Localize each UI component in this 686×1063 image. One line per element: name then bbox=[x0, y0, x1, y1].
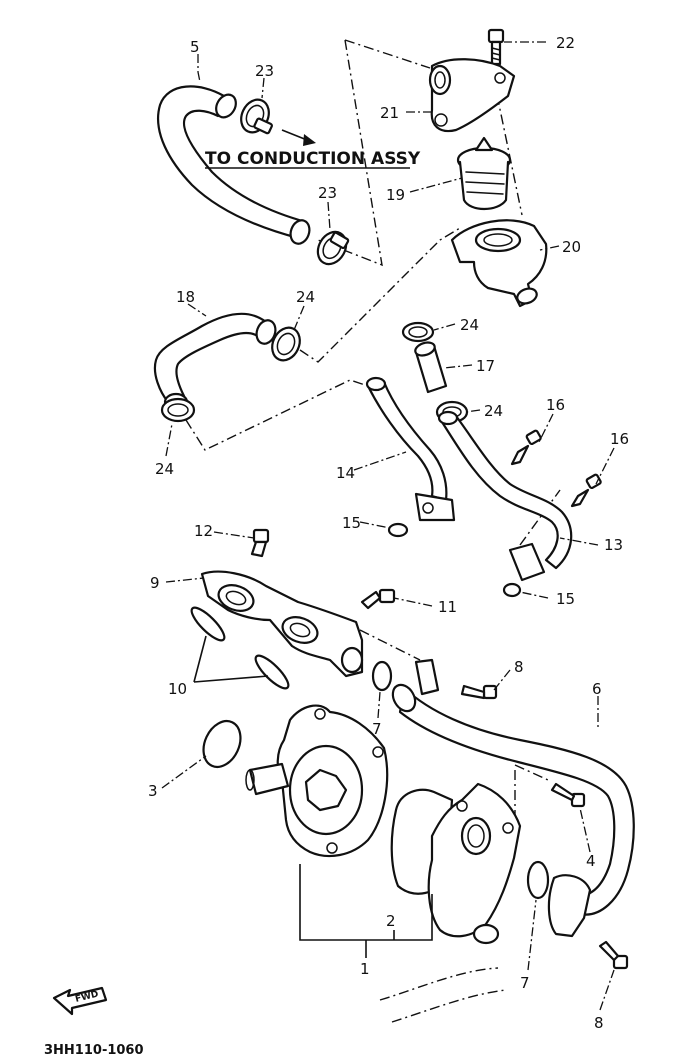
pipe13-axis-line bbox=[519, 489, 561, 546]
callout-2: 2 bbox=[386, 912, 396, 930]
hose-17 bbox=[414, 341, 448, 394]
bolt-8-b bbox=[598, 940, 629, 970]
callout-16-b: 16 bbox=[610, 430, 629, 448]
thermostat-axis-line bbox=[496, 94, 523, 216]
callout-15-a: 15 bbox=[342, 514, 361, 532]
hose18-frame-line bbox=[299, 227, 461, 363]
callout-8-lower: 8 bbox=[594, 1014, 604, 1032]
callout-5: 5 bbox=[190, 38, 200, 56]
pump-bolt-line bbox=[514, 764, 549, 781]
callout-24-c: 24 bbox=[460, 316, 479, 334]
water-pump-housing bbox=[245, 704, 389, 858]
callout-24-b: 24 bbox=[155, 460, 174, 478]
thermostat-housing-20 bbox=[450, 219, 548, 308]
bolt-16-a bbox=[510, 429, 542, 466]
callout-23-upper: 23 bbox=[255, 62, 274, 80]
o-ring-3 bbox=[202, 719, 242, 769]
callout-17: 17 bbox=[476, 357, 495, 375]
water-pump-cover bbox=[427, 782, 522, 945]
clamp-23-upper bbox=[240, 98, 273, 135]
callout-3: 3 bbox=[148, 782, 158, 800]
callout-14: 14 bbox=[336, 464, 355, 482]
bolt-22 bbox=[487, 28, 505, 66]
callout-leaders bbox=[161, 41, 615, 1011]
thermostat-cover-21 bbox=[428, 58, 516, 133]
hose-18 bbox=[153, 312, 277, 412]
callout-16-a: 16 bbox=[546, 396, 565, 414]
bolt-4 bbox=[550, 782, 586, 808]
callout-23-lower: 23 bbox=[318, 184, 337, 202]
hose-5 bbox=[157, 85, 311, 245]
callout-19: 19 bbox=[386, 186, 405, 204]
callout-4: 4 bbox=[586, 852, 596, 870]
callout-11: 11 bbox=[438, 598, 457, 616]
callout-20: 20 bbox=[562, 238, 581, 256]
callout-10: 10 bbox=[168, 680, 187, 698]
bolt-16-b bbox=[570, 473, 602, 508]
callout-12: 12 bbox=[194, 522, 213, 540]
callout-9: 9 bbox=[150, 574, 160, 592]
callout-7-upper: 7 bbox=[372, 720, 382, 738]
callout-18: 18 bbox=[176, 288, 195, 306]
thermostat-19 bbox=[456, 136, 512, 211]
hose18-lower-frame-line bbox=[185, 379, 366, 451]
clamp-24-a bbox=[271, 326, 301, 362]
o-ring-15-b bbox=[502, 582, 522, 598]
callout-7-lower: 7 bbox=[520, 974, 530, 992]
o-ring-7-a bbox=[371, 660, 393, 692]
diagram-code: 3HH110-1060 bbox=[44, 1043, 144, 1058]
callout-15-b: 15 bbox=[556, 590, 575, 608]
lower-hose-ghost bbox=[379, 967, 507, 1023]
upper-hose-frame-line bbox=[317, 39, 431, 267]
callout-6: 6 bbox=[592, 680, 602, 698]
conduction-annotation: TO CONDUCTION ASSY bbox=[205, 149, 421, 169]
pump-axis-line bbox=[359, 629, 421, 661]
bolt-8-a bbox=[460, 684, 498, 700]
clamp-24-b bbox=[160, 397, 196, 423]
callout-8-upper: 8 bbox=[514, 658, 524, 676]
clamp-23-lower bbox=[316, 230, 350, 266]
o-ring-7-b bbox=[526, 860, 550, 900]
callout-1: 1 bbox=[360, 960, 370, 978]
pipe-13 bbox=[437, 410, 573, 582]
callout-22: 22 bbox=[556, 34, 575, 52]
pipe-14 bbox=[365, 376, 456, 522]
gasket-10-a bbox=[190, 606, 226, 642]
callout-24-a: 24 bbox=[296, 288, 315, 306]
callout-21: 21 bbox=[380, 104, 399, 122]
clamp-24-c bbox=[401, 321, 435, 343]
gasket-10-b bbox=[254, 654, 290, 690]
callout-24-d: 24 bbox=[484, 402, 503, 420]
hose-6 bbox=[391, 658, 635, 938]
bolt-12 bbox=[250, 528, 270, 558]
bolt-11 bbox=[360, 588, 396, 610]
water-pipe-9 bbox=[200, 570, 364, 678]
callout-13: 13 bbox=[604, 536, 623, 554]
o-ring-15-a bbox=[387, 522, 409, 538]
fwd-arrow-icon: FWD bbox=[52, 986, 108, 1016]
conduction-arrow-head bbox=[303, 134, 316, 146]
